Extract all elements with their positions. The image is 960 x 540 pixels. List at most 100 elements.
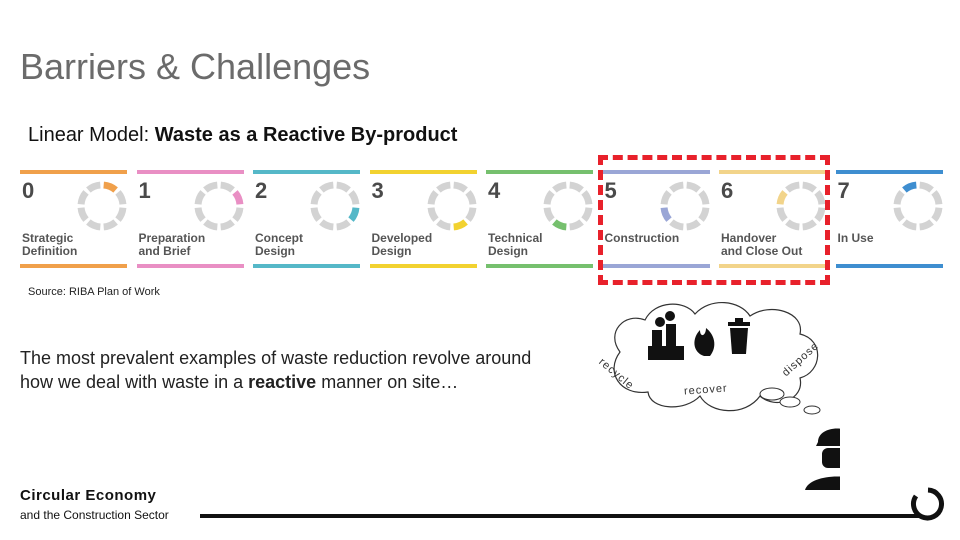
cycle-segment [543,190,555,205]
factory-icon [648,311,684,360]
cycle-segment [310,207,322,222]
cycle-segment [435,181,451,193]
cycle-segment [464,190,476,205]
cycle-segment [569,219,584,231]
stage-label: Strategic Definition [22,231,78,258]
cycle-segment [103,219,118,231]
cycle-segment [785,181,800,193]
cycle-segment [452,219,468,231]
footer-divider [200,514,922,518]
source-caption: Source: RIBA Plan of Work [28,286,160,298]
stage-number: 1 [138,178,151,203]
stage-cycle-icon [660,181,709,231]
cycle-segment [194,190,206,205]
cycle-segment [581,190,593,205]
stage-cycle-icon [194,181,243,231]
cycle-segment [219,181,235,193]
cycle-segment [685,219,701,231]
stage-label: Construction [604,231,680,245]
footer-subtitle: and the Construction Sector [20,508,169,522]
footer-title: Circular Economy [20,487,157,504]
cycle-segment [785,219,800,231]
body-paragraph: The most prevalent examples of waste red… [20,346,540,394]
cycle-segment [231,190,243,205]
cycle-segment [802,219,817,231]
cycle-segment [77,190,89,205]
cycle-segment [802,181,817,193]
circular-logo-icon [911,487,944,521]
cycle-segment [427,190,439,205]
cycle-segment [543,207,555,222]
cycle-segment [776,190,788,205]
cycle-segment [893,207,905,222]
cycle-segment [930,207,942,222]
stage-cycle-icon [427,181,476,231]
construction-worker-icon [805,428,840,490]
cycle-segment [814,207,826,222]
cycle-segment [668,181,684,193]
bin-icon [728,318,750,354]
cycle-segment [893,190,905,205]
cycle-segment [115,190,127,205]
stage-cycle-icon [77,181,127,231]
construction-highlight-box [598,155,830,285]
stage-cycle-icon [543,181,593,231]
cycle-segment [336,219,351,231]
subtitle-prefix: Linear Model: [28,124,155,146]
thought-puff-3 [803,405,821,415]
stage-cycle-icon [776,181,826,231]
cycle-segment [310,190,322,205]
cycle-segment [930,190,942,205]
cycle-segment [348,207,360,222]
body-bold: reactive [248,372,317,392]
thought-puff-1 [759,387,785,401]
cycle-segment [219,219,235,231]
waste-thought-bubble [613,301,840,490]
slide-title: Barriers & Challenges [20,46,371,87]
cycle-segment [194,207,206,222]
cycle-segment [660,207,672,222]
cycle-segment [464,207,476,222]
stage-label: Handover and Close Out [721,231,803,258]
cycle-segment [668,219,684,231]
stage-label: Preparation and Brief [138,231,206,258]
stage-label: Technical Design [488,231,543,258]
stage-number: 3 [371,178,384,203]
cycle-segment [202,219,218,231]
cycle-segment [452,181,468,193]
stage-number: 6 [721,178,734,203]
cycle-segment [115,207,127,222]
stage-label: In Use [837,231,874,245]
stage-cycle-icon [893,181,942,231]
cycle-segment [427,207,439,222]
cycle-segment [901,219,917,231]
fire-icon [694,328,715,356]
cycle-segment [918,181,934,193]
stage-label: Developed Design [371,231,433,258]
cycle-segment [336,181,351,193]
cycle-segment [697,190,709,205]
stage-number: 0 [22,178,35,203]
cycle-segment [319,219,334,231]
body-post: manner on site… [316,372,459,392]
cycle-segment [435,219,451,231]
stage-label: Concept Design [255,231,303,258]
cloud-shape [613,301,819,412]
cycle-segment [552,181,567,193]
cycle-segment [814,190,826,205]
cycle-segment [86,181,101,193]
cycle-segment [77,207,89,222]
cycle-segment [660,190,672,205]
cycle-segment [86,219,101,231]
cycle-segment [569,181,584,193]
thought-puff-2 [779,396,801,408]
cycle-segment [776,207,788,222]
